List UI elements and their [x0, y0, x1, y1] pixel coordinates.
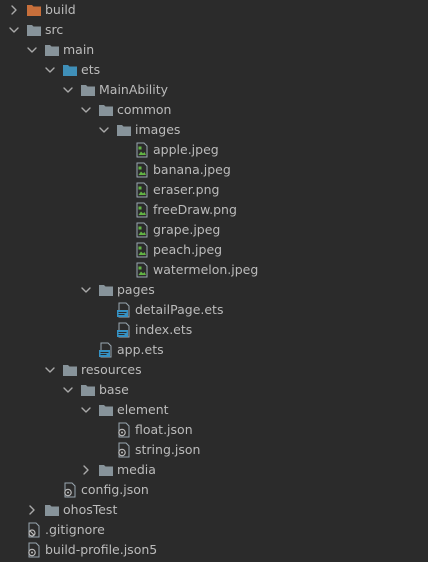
folder-icon	[80, 82, 96, 98]
tree-item-label: build-profile.json5	[45, 542, 158, 557]
tree-item-label: detailPage.ets	[135, 302, 224, 317]
folder-icon	[98, 102, 114, 118]
tree-folder-row[interactable]: element	[0, 400, 428, 420]
tree-item-label: src	[45, 22, 64, 37]
tree-item-label: ohosTest	[63, 502, 118, 517]
chevron-down-icon[interactable]	[98, 120, 110, 140]
chevron-right-icon[interactable]	[26, 500, 38, 520]
tree-item-label: element	[117, 402, 169, 417]
folder-icon	[44, 502, 60, 518]
folder-excluded-icon	[26, 2, 42, 18]
chevron-down-icon[interactable]	[44, 60, 56, 80]
chevron-down-icon[interactable]	[80, 100, 92, 120]
json-file-icon	[26, 542, 42, 558]
tree-file-row[interactable]: freeDraw.png	[0, 200, 428, 220]
tree-item-label: peach.jpeg	[153, 242, 223, 257]
ets-file-icon	[116, 302, 132, 318]
tree-file-row[interactable]: apple.jpeg	[0, 140, 428, 160]
tree-file-row[interactable]: config.json	[0, 480, 428, 500]
chevron-down-icon[interactable]	[62, 80, 74, 100]
tree-folder-row[interactable]: src	[0, 20, 428, 40]
tree-item-label: float.json	[135, 422, 193, 437]
tree-item-label: grape.jpeg	[153, 222, 221, 237]
tree-item-label: app.ets	[117, 342, 164, 357]
folder-icon	[80, 382, 96, 398]
folder-source-icon	[62, 62, 78, 78]
tree-folder-row[interactable]: main	[0, 40, 428, 60]
tree-item-label: resources	[81, 362, 142, 377]
tree-file-row[interactable]: string.json	[0, 440, 428, 460]
tree-file-row[interactable]: watermelon.jpeg	[0, 260, 428, 280]
tree-item-label: main	[63, 42, 95, 57]
chevron-down-icon[interactable]	[80, 280, 92, 300]
folder-icon	[98, 282, 114, 298]
tree-file-row[interactable]: eraser.png	[0, 180, 428, 200]
tree-item-label: freeDraw.png	[153, 202, 237, 217]
folder-icon	[98, 402, 114, 418]
tree-file-row[interactable]: peach.jpeg	[0, 240, 428, 260]
tree-item-label: string.json	[135, 442, 201, 457]
tree-file-row[interactable]: app.ets	[0, 340, 428, 360]
tree-item-label: apple.jpeg	[153, 142, 219, 157]
tree-folder-row[interactable]: ohosTest	[0, 500, 428, 520]
tree-item-label: .gitignore	[45, 522, 105, 537]
image-file-icon	[134, 142, 150, 158]
tree-file-row[interactable]: index.ets	[0, 320, 428, 340]
tree-item-label: build	[45, 2, 76, 17]
gitignore-file-icon	[26, 522, 42, 538]
image-file-icon	[134, 182, 150, 198]
chevron-down-icon[interactable]	[44, 360, 56, 380]
tree-item-label: base	[99, 382, 129, 397]
chevron-right-icon[interactable]	[80, 460, 92, 480]
chevron-down-icon[interactable]	[80, 400, 92, 420]
tree-file-row[interactable]: build-profile.json5	[0, 540, 428, 560]
folder-icon	[116, 122, 132, 138]
tree-folder-row[interactable]: images	[0, 120, 428, 140]
folder-icon	[62, 362, 78, 378]
chevron-down-icon[interactable]	[8, 20, 20, 40]
tree-folder-row[interactable]: base	[0, 380, 428, 400]
folder-icon	[26, 22, 42, 38]
tree-file-row[interactable]: float.json	[0, 420, 428, 440]
tree-item-label: common	[117, 102, 172, 117]
tree-file-row[interactable]: grape.jpeg	[0, 220, 428, 240]
chevron-down-icon[interactable]	[62, 380, 74, 400]
tree-item-label: watermelon.jpeg	[153, 262, 259, 277]
tree-file-row[interactable]: .gitignore	[0, 520, 428, 540]
image-file-icon	[134, 222, 150, 238]
chevron-down-icon[interactable]	[26, 40, 38, 60]
image-file-icon	[134, 262, 150, 278]
tree-file-row[interactable]: detailPage.ets	[0, 300, 428, 320]
tree-item-label: media	[117, 462, 156, 477]
tree-file-row[interactable]: banana.jpeg	[0, 160, 428, 180]
chevron-right-icon[interactable]	[8, 0, 20, 20]
ets-file-icon	[116, 322, 132, 338]
tree-folder-row[interactable]: ets	[0, 60, 428, 80]
ets-file-icon	[98, 342, 114, 358]
json-file-icon	[62, 482, 78, 498]
tree-folder-row[interactable]: build	[0, 0, 428, 20]
image-file-icon	[134, 242, 150, 258]
json-file-icon	[116, 442, 132, 458]
image-file-icon	[134, 162, 150, 178]
tree-folder-row[interactable]: MainAbility	[0, 80, 428, 100]
tree-item-label: eraser.png	[153, 182, 220, 197]
tree-folder-row[interactable]: resources	[0, 360, 428, 380]
folder-icon	[98, 462, 114, 478]
json-file-icon	[116, 422, 132, 438]
tree-item-label: ets	[81, 62, 101, 77]
tree-item-label: MainAbility	[99, 82, 169, 97]
tree-folder-row[interactable]: pages	[0, 280, 428, 300]
folder-icon	[44, 42, 60, 58]
tree-item-label: config.json	[81, 482, 149, 497]
tree-item-label: banana.jpeg	[153, 162, 231, 177]
tree-item-label: index.ets	[135, 322, 193, 337]
image-file-icon	[134, 202, 150, 218]
tree-folder-row[interactable]: media	[0, 460, 428, 480]
tree-item-label: pages	[117, 282, 155, 297]
tree-folder-row[interactable]: common	[0, 100, 428, 120]
tree-item-label: images	[135, 122, 181, 137]
